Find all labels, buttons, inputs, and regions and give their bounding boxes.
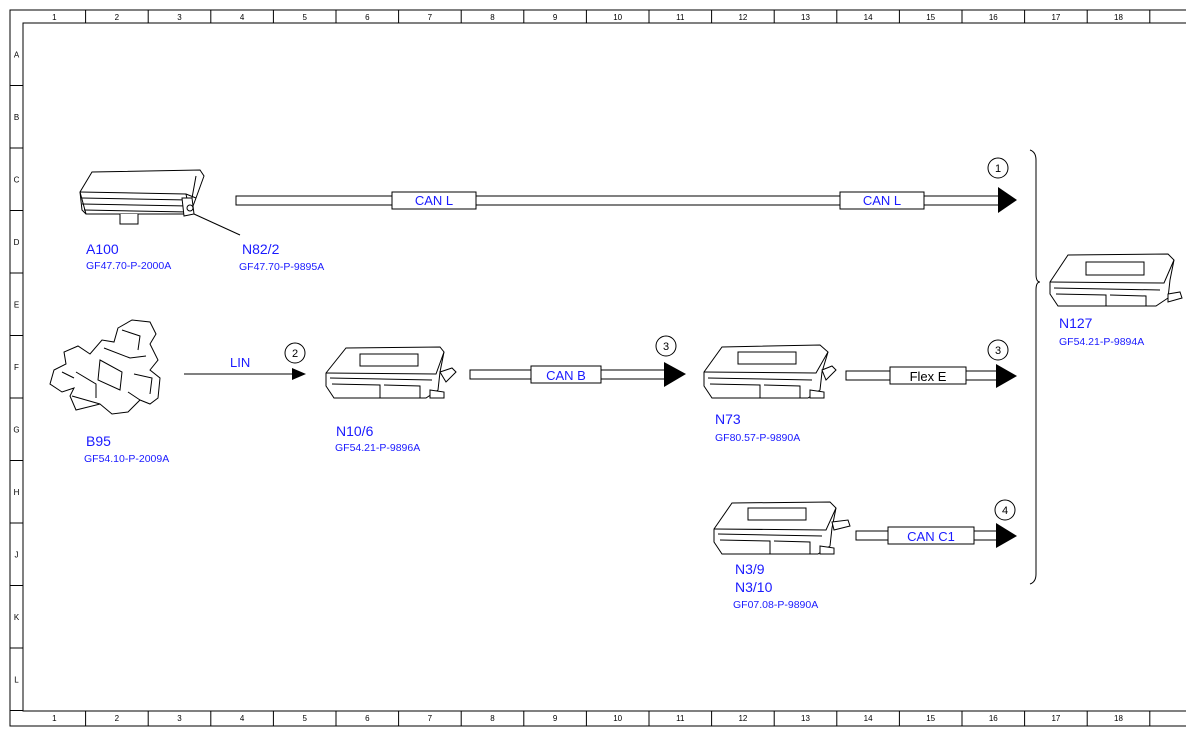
n3-10-label: N3/10: [735, 579, 773, 595]
n73-module-icon: [703, 344, 837, 399]
grid-column-top-9: 9: [553, 13, 558, 22]
grouping-brace: [1029, 149, 1041, 585]
grid-column-top-3: 3: [177, 13, 182, 22]
flex-e-label: Flex E: [910, 369, 947, 384]
grid-column-top-18: 18: [1114, 13, 1123, 22]
grid-column-bottom-7: 7: [428, 714, 433, 723]
n3-9-label: N3/9: [735, 561, 765, 577]
grid-column-bottom-1: 1: [52, 714, 57, 723]
n10-6-doc-link[interactable]: GF54.21-P-9896A: [335, 442, 420, 454]
ref-marker-1: 1: [987, 157, 1009, 179]
n3-9-module-icon: [713, 501, 851, 555]
grid-column-top-13: 13: [801, 13, 810, 22]
grid-column-top-1: 1: [52, 13, 57, 22]
b95-label: B95: [86, 433, 111, 449]
can-c1-tag: CAN C1: [887, 526, 975, 545]
grid-column-bottom-13: 13: [801, 714, 810, 723]
grid-left-ruler: A B C D E F G H J K L: [10, 50, 23, 711]
ref-marker-3a: 3: [655, 335, 677, 357]
can-l-bus: [235, 187, 1017, 213]
grid-column-bottom-3: 3: [177, 714, 182, 723]
can-l-tag-1: CAN L: [391, 191, 477, 210]
n127-label: N127: [1059, 315, 1093, 331]
b95-doc-link[interactable]: GF54.10-P-2009A: [84, 453, 169, 465]
drawing-area: [22, 22, 1186, 712]
grid-row-A: A: [14, 50, 20, 59]
ref-marker-4: 4: [994, 499, 1016, 521]
grid-column-top-7: 7: [428, 13, 433, 22]
grid-column-top-2: 2: [115, 13, 120, 22]
svg-text:2: 2: [292, 348, 298, 360]
grid-column-bottom-10: 10: [613, 714, 622, 723]
a100-label: A100: [86, 241, 119, 257]
can-l-tag-2: CAN L: [839, 191, 925, 210]
lin-bus: [184, 368, 306, 380]
grid-column-top-11: 11: [676, 13, 685, 22]
grid-column-top-16: 16: [989, 13, 998, 22]
grid-column-top-14: 14: [864, 13, 873, 22]
flex-e-tag: Flex E: [889, 366, 967, 385]
n82-2-doc-link[interactable]: GF47.70-P-9895A: [239, 261, 324, 273]
grid-row-C: C: [14, 175, 20, 184]
can-l-label-1: CAN L: [415, 193, 453, 208]
ref-marker-2: 2: [284, 342, 306, 364]
grid-column-bottom-6: 6: [365, 714, 370, 723]
grid-column-top-12: 12: [738, 13, 747, 22]
svg-text:4: 4: [1002, 505, 1008, 517]
grid-column-bottom-16: 16: [989, 714, 998, 723]
grid-row-L: L: [14, 675, 19, 684]
grid-column-top-6: 6: [365, 13, 370, 22]
n10-6-label: N10/6: [336, 423, 374, 439]
b95-sensor-icon: [49, 319, 161, 415]
outer-frame: [9, 9, 1186, 727]
grid-row-F: F: [14, 363, 19, 372]
can-l-label-2: CAN L: [863, 193, 901, 208]
can-b-tag: CAN B: [530, 365, 602, 384]
grid-column-top-17: 17: [1051, 13, 1060, 22]
n82-2-label: N82/2: [242, 241, 280, 257]
grid-row-B: B: [14, 113, 19, 122]
grid-column-bottom-11: 11: [676, 714, 685, 723]
grid-column-bottom-14: 14: [864, 714, 873, 723]
grid-column-bottom-12: 12: [738, 714, 747, 723]
n73-label: N73: [715, 411, 741, 427]
grid-row-J: J: [15, 550, 19, 559]
can-b-label: CAN B: [546, 368, 586, 383]
grid-column-bottom-9: 9: [553, 714, 558, 723]
n127-module-icon: [1049, 253, 1183, 307]
grid-column-bottom-4: 4: [240, 714, 245, 723]
grid-column-bottom-17: 17: [1051, 714, 1060, 723]
n3-9-doc-link[interactable]: GF07.08-P-9890A: [733, 599, 818, 611]
grid-column-top-15: 15: [926, 13, 935, 22]
grid-row-H: H: [14, 488, 20, 497]
grid-column-bottom-8: 8: [490, 714, 495, 723]
ref-marker-3b: 3: [987, 339, 1009, 361]
n127-doc-link[interactable]: GF54.21-P-9894A: [1059, 336, 1144, 348]
can-c1-label: CAN C1: [907, 529, 955, 544]
grid-column-bottom-2: 2: [115, 714, 120, 723]
grid-row-D: D: [14, 238, 20, 247]
grid-column-bottom-5: 5: [302, 714, 307, 723]
n82-2-leader-line: [193, 213, 241, 236]
grid-column-top-5: 5: [302, 13, 307, 22]
grid-row-G: G: [13, 425, 19, 434]
grid-row-E: E: [14, 300, 19, 309]
svg-text:3: 3: [995, 345, 1001, 357]
n73-doc-link[interactable]: GF80.57-P-9890A: [715, 432, 800, 444]
svg-text:1: 1: [995, 163, 1001, 175]
grid-column-top-10: 10: [613, 13, 622, 22]
a100-module-icon: [79, 169, 205, 225]
grid-column-top-4: 4: [240, 13, 245, 22]
svg-text:3: 3: [663, 341, 669, 353]
n10-6-module-icon: [325, 346, 457, 399]
a100-doc-link[interactable]: GF47.70-P-2000A: [86, 260, 171, 272]
grid-column-top-8: 8: [490, 13, 495, 22]
grid-column-bottom-15: 15: [926, 714, 935, 723]
lin-label: LIN: [230, 355, 250, 370]
grid-row-K: K: [14, 613, 20, 622]
grid-column-bottom-18: 18: [1114, 714, 1123, 723]
